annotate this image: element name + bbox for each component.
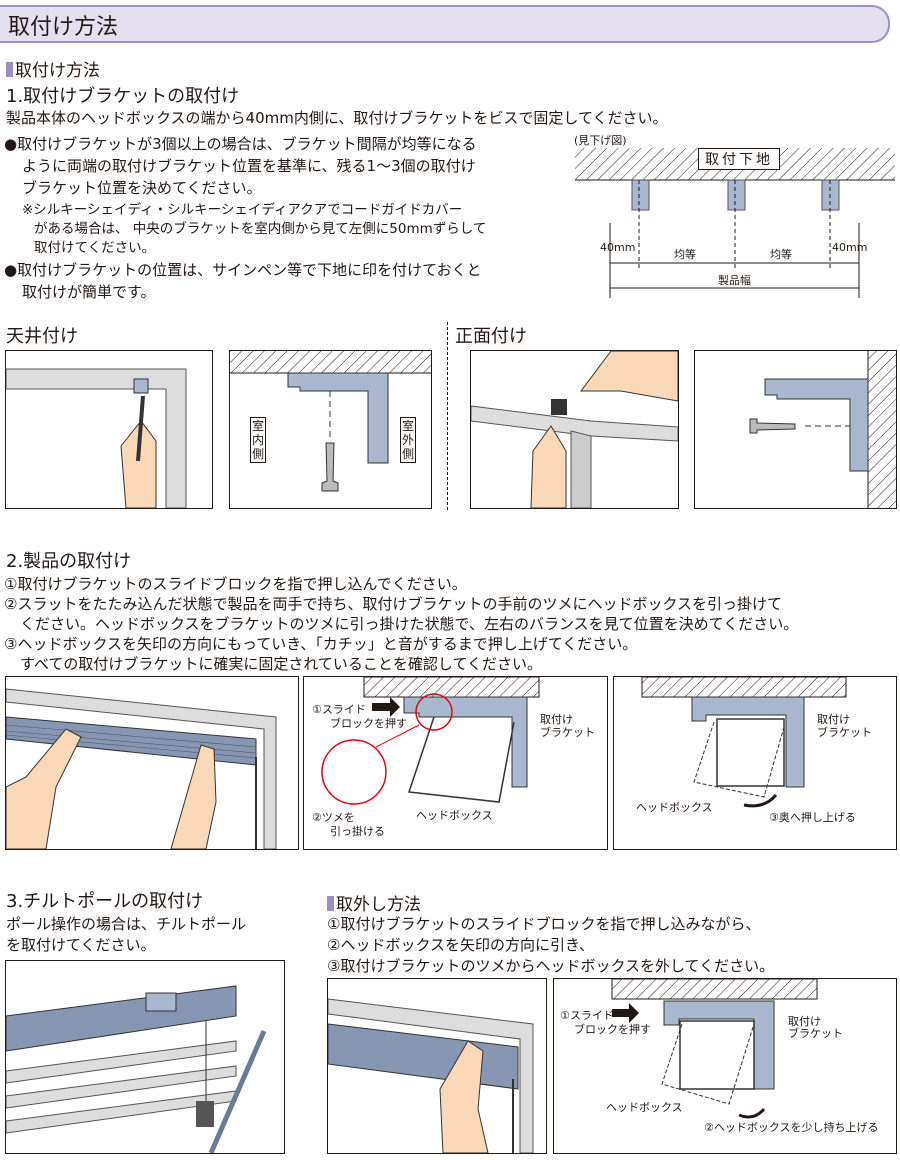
indoor-side-label: 室内側 [250,417,266,463]
gap2-label: 均等 [770,248,792,261]
headbox-label: ヘッドボックス [416,809,493,822]
push-up-label: ③奥へ押し上げる [769,811,856,824]
step1-title: 1.取付けブラケットの取付け [6,86,240,107]
step2-line5: すべての取付けブラケットに確実に固定されていることを確認してください。 [20,655,543,673]
note-line3: 取付けてください。 [34,240,156,256]
lift-label: ②ヘッドボックスを少し持ち上げる [704,1121,879,1134]
section-marker-icon [6,62,13,77]
front-mount-title: 正面付け [455,326,527,347]
step2-line3: ください。ヘッドボックスをブラケットのツメに引っ掛けた状態で、左右のバランスを見… [20,615,799,633]
tilt-pole-photo [5,960,285,1154]
bracket-label-2: ブラケット [788,1027,843,1040]
note-line1: ※シルキーシェイディ・シルキーシェイディアクアでコードガイドカバー [22,202,463,218]
bracket-label-1: 取付け [540,713,573,726]
headbox-label: ヘッドボックス [606,1101,683,1114]
slide-label-2: ブロックを押す [574,1023,651,1036]
bullet2-line1: ●取付けブラケットの位置は、サインペン等で下地に印を付けておくと [4,261,482,279]
push-up-diagram: ヘッドボックス ③奥へ押し上げる 取付け ブラケット [613,676,897,850]
right-margin-label: 40mm [832,241,868,254]
divider [447,322,448,510]
bullet2-line2: 取付けが簡単です。 [22,283,156,301]
section-marker-icon [327,896,334,911]
slide-label-1: ①スライド [560,1009,614,1022]
step2-line4: ③ヘッドボックスを矢印の方向にもっていき、「カチッ」と音がするまで押し上げてくだ… [4,635,638,653]
removal-photo [327,978,547,1154]
removal-title-text: 取外し方法 [336,895,421,915]
ceiling-mount-title: 天井付け [6,326,78,347]
slide-label-1: ①スライド [312,703,366,716]
front-mount-diagram [694,350,897,509]
page-title: 取付け方法 [8,15,119,40]
hook-headbox-diagram: ①スライド ブロックを押す ②ツメを 引っ掛ける ヘッドボックス 取付け ブラケ… [303,676,608,850]
product-width-label: 製品幅 [718,274,751,287]
bullet1-line3: ブラケット位置を決めてください。 [22,179,262,197]
note-line2: がある場合は、 中央のブラケットを室内側から見て左側に50mmずらして [34,221,487,237]
bracket-label-1: 取付け [817,713,850,726]
removal-line1: ①取付けブラケットのスライドブロックを指で押し込みながら、 [327,915,761,933]
step2-line2: ②スラットをたたみ込んだ状態で製品を両手で持ち、取付けブラケットの手前のツメにヘ… [4,595,783,613]
product-mount-photo [5,676,299,850]
removal-line2: ②ヘッドボックスを矢印の方向に引き、 [327,936,594,954]
bullet1-line1: ●取付けブラケットが3個以上の場合は、ブラケット間隔が均等になる [4,135,477,153]
left-margin-label: 40mm [600,241,636,254]
diagram-caption: (見下げ図) [574,134,627,147]
bracket-spacing-diagram: (見下げ図) 取付下地 40mm 均等 均等 40mm 製品幅 [570,128,900,303]
bullet1-line2: ように両端の取付けブラケット位置を基準に、残る1～3個の取付け [22,157,476,175]
front-mount-photo [470,350,679,509]
ceiling-mount-diagram: 室内側 室外側 [229,350,432,509]
mounting-base-label: 取付下地 [698,148,780,170]
hook-label-1: ②ツメを [312,811,355,824]
bracket-label-2: ブラケット [817,726,872,739]
step3-line2: を取付けてください。 [6,936,156,954]
bracket-label-2: ブラケット [540,726,595,739]
section-title: 取付け方法 [6,56,100,81]
headbox-label: ヘッドボックス [636,801,713,814]
gap1-label: 均等 [674,248,696,261]
ceiling-mount-photo [5,350,213,509]
removal-diagram: ①スライド ブロックを押す ヘッドボックス ②ヘッドボックスを少し持ち上げる 取… [553,978,897,1154]
section-title-text: 取付け方法 [15,61,100,81]
bracket-label-1: 取付け [788,1015,821,1028]
step1-intro: 製品本体のヘッドボックスの端から40mm内側に、取付けブラケットをビスで固定して… [6,109,668,127]
step3-title: 3.チルトポールの取付け [6,891,204,912]
slide-label-2: ブロックを押す [330,717,407,730]
removal-title: 取外し方法 [327,890,421,915]
outdoor-side-label: 室外側 [400,417,416,463]
hook-label-2: 引っ掛ける [330,825,385,838]
removal-line3: ③取付けブラケットのツメからヘッドボックスを外してください。 [327,957,775,975]
page-header: 取付け方法 [0,5,890,43]
step2-title: 2.製品の取付け [6,551,132,572]
step2-line1: ①取付けブラケットのスライドブロックを指で押し込んでください。 [4,575,467,593]
step3-line1: ポール操作の場合は、チルトポール [6,915,247,933]
